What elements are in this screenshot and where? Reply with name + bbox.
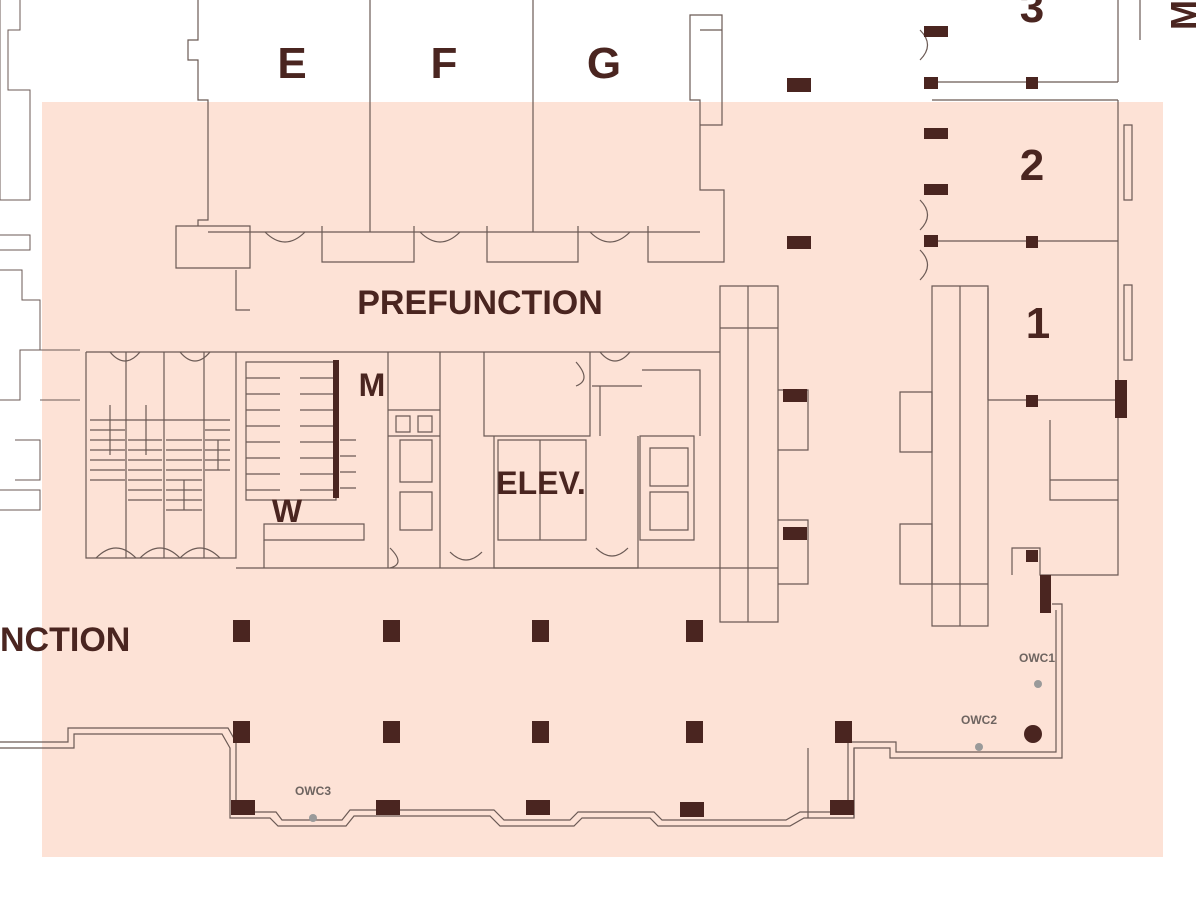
owc3-sensor-point[interactable] [309,814,317,822]
sensor-label-owc2: OWC2 [961,713,997,727]
room-label-f[interactable]: F [431,39,458,88]
room-label-g[interactable]: G [587,39,621,88]
room-label-e[interactable]: E [277,39,306,88]
owc1-sensor-point[interactable] [1034,680,1042,688]
room-label-2[interactable]: 2 [1020,141,1044,190]
meeting-rooms-123-walls [919,0,1141,576]
owc2-sensor-point[interactable] [975,743,983,751]
meeting-rooms-efg-walls [175,0,725,311]
highlighted-zone[interactable] [42,102,1163,857]
room-label-mi[interactable]: MI [1163,0,1200,30]
service-core-walls [85,351,720,569]
area-label-prefunction-left[interactable]: NCTION [0,621,130,659]
sensor-label-owc3: OWC3 [295,784,331,798]
room-label-1[interactable]: 1 [1026,299,1050,348]
area-label-elevators: ELEV. [496,465,586,501]
area-label-womens-restroom: W [272,493,303,529]
sensor-label-owc1: OWC1 [1019,651,1055,665]
room-label-3[interactable]: 3 [1020,0,1044,32]
area-label-mens-restroom: M [359,367,386,403]
structural-columns [231,26,1127,817]
left-edge-walls [0,0,80,511]
area-label-prefunction[interactable]: PREFUNCTION [357,284,603,322]
